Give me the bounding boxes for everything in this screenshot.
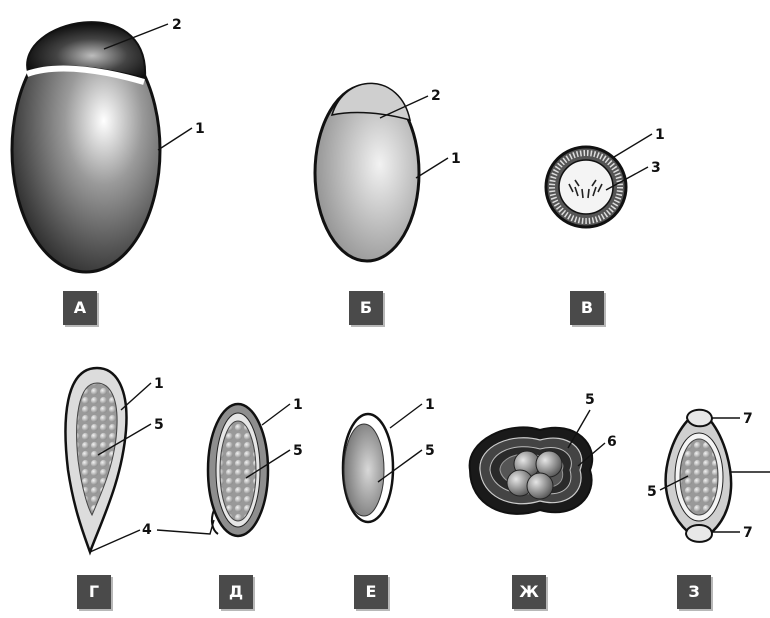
- panel-label-f: Е: [354, 575, 388, 609]
- label-5-d: 5: [154, 417, 164, 433]
- label-1-a: 1: [195, 121, 205, 137]
- label-7-top-h: 7: [743, 411, 753, 427]
- panel-label-b: Б: [349, 291, 383, 325]
- label-5-e: 5: [293, 443, 303, 459]
- label-5-f: 5: [425, 443, 435, 459]
- label-1-d: 1: [154, 376, 164, 392]
- egg-e: [157, 404, 290, 536]
- label-6-g: 6: [607, 434, 617, 450]
- label-7-bottom-h: 7: [743, 525, 753, 541]
- egg-a: [12, 22, 192, 272]
- label-3-c: 3: [651, 160, 661, 176]
- panel-label-e: Д: [219, 575, 253, 609]
- egg-b: [315, 83, 448, 261]
- egg-h: [660, 410, 770, 542]
- egg-g: [470, 410, 605, 514]
- label-5-h: 5: [647, 484, 657, 500]
- panel-label-d: Г: [77, 575, 111, 609]
- panel-label-g: Ж: [512, 575, 546, 609]
- panel-label-a: А: [63, 291, 97, 325]
- label-4-d: 4: [142, 522, 152, 538]
- panel-label-h: З: [677, 575, 711, 609]
- label-2-b: 2: [431, 88, 441, 104]
- egg-d: [65, 368, 151, 552]
- label-1-c: 1: [655, 127, 665, 143]
- label-1-b: 1: [451, 151, 461, 167]
- egg-f: [343, 404, 422, 522]
- egg-c: [546, 134, 652, 227]
- label-1-f: 1: [425, 397, 435, 413]
- panel-label-c: В: [570, 291, 604, 325]
- label-2-a: 2: [172, 17, 182, 33]
- label-1-e: 1: [293, 397, 303, 413]
- label-5-g: 5: [585, 392, 595, 408]
